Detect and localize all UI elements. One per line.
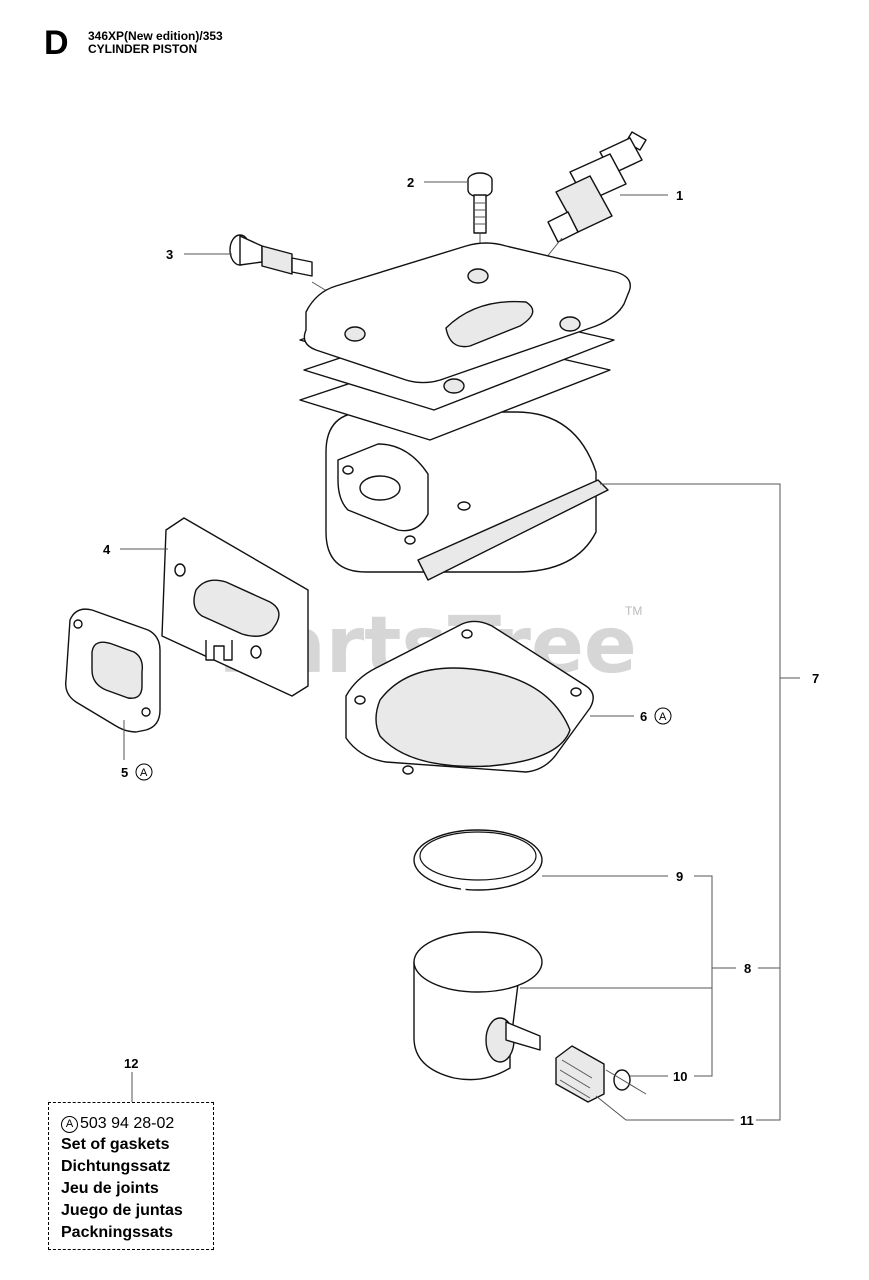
callout-2[interactable]: 2 [407, 175, 414, 190]
callout-8[interactable]: 8 [744, 961, 751, 976]
decompression-valve-drawing[interactable] [229, 234, 351, 306]
gasket-name-de: Dichtungssatz [61, 1158, 171, 1175]
marker-a-circle-5 [135, 763, 153, 781]
gasket-name-sv: Packningssats [61, 1224, 174, 1241]
marker-a: A [61, 1116, 78, 1133]
exhaust-gasket-drawing[interactable] [65, 608, 161, 733]
circlip-drawing[interactable] [605, 1069, 647, 1095]
gasket-name-en: Set of gaskets [61, 1136, 170, 1153]
needle-bearing-drawing[interactable] [555, 1045, 605, 1103]
callout-12[interactable]: 12 [124, 1056, 138, 1071]
piston-ring-drawing[interactable] [413, 829, 543, 897]
callout-3[interactable]: 3 [166, 247, 173, 262]
screw-drawing[interactable] [467, 172, 493, 270]
muffler-gasket-drawing[interactable] [161, 517, 309, 697]
spark-plug-drawing[interactable] [497, 131, 647, 319]
piston-drawing[interactable] [413, 931, 543, 1081]
callout-6-marker: A [659, 711, 667, 723]
watermark-tm: TM [625, 604, 642, 618]
base-gasket-drawing[interactable] [345, 620, 594, 775]
gasket-part-number-text: 503 94 28-02 [80, 1115, 175, 1132]
marker-a-circle-6 [654, 707, 672, 725]
gasket-name-fr: Jeu de joints [61, 1180, 159, 1197]
assembly-title: CYLINDER PISTON [88, 42, 198, 56]
callout-11[interactable]: 11 [740, 1113, 754, 1128]
callout-6[interactable]: 6 [640, 709, 647, 724]
callout-labels: 1 2 3 4 5 A 6 A 7 8 9 10 11 12 [103, 175, 819, 1128]
callout-5-marker: A [140, 767, 148, 779]
section-letter: D [44, 24, 69, 62]
callout-9[interactable]: 9 [676, 869, 683, 884]
model-title: 346XP(New edition)/353 [88, 29, 223, 43]
callout-10[interactable]: 10 [673, 1069, 687, 1084]
callout-7[interactable]: 7 [812, 671, 819, 686]
gasket-name-es: Juego de juntas [61, 1202, 183, 1219]
cylinder-drawing[interactable] [299, 242, 631, 581]
callout-1[interactable]: 1 [676, 188, 683, 203]
callout-5[interactable]: 5 [121, 765, 128, 780]
leader-lines [120, 181, 800, 1121]
callout-4[interactable]: 4 [103, 542, 111, 557]
title-block: 346XP(New edition)/353 CYLINDER PISTON [88, 30, 223, 56]
